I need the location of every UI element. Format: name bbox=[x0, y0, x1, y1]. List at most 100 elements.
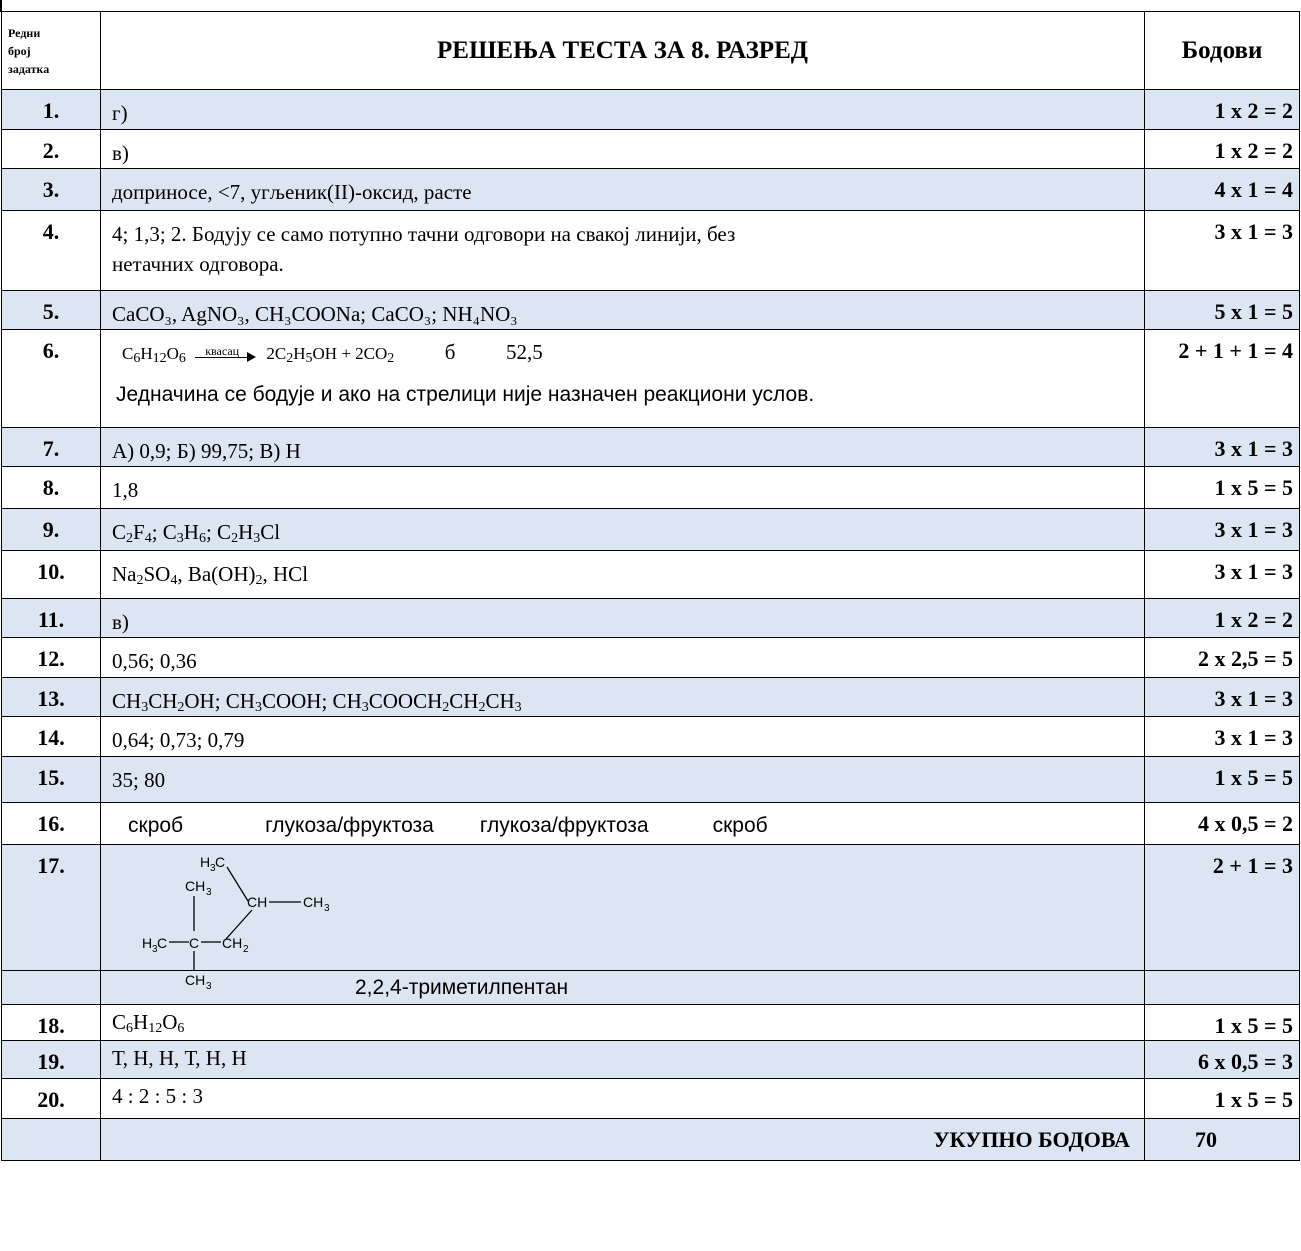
answer-value: 52,5 bbox=[505, 340, 543, 364]
row-points: 5 x 1 = 5 bbox=[1144, 290, 1300, 330]
row-number: 17. bbox=[1, 844, 101, 971]
row-number: 11. bbox=[1, 598, 101, 638]
row-number: 4. bbox=[1, 210, 101, 291]
row-points: 4 x 0,5 = 2 bbox=[1144, 802, 1300, 845]
table-row: 9. C2F4; C3H6; C2H3Cl 3 x 1 = 3 bbox=[1, 508, 1300, 551]
table-row: 11. в) 1 x 2 = 2 bbox=[1, 598, 1300, 638]
header-num-line3: задатка bbox=[8, 61, 50, 76]
row-points: 2 x 2,5 = 5 bbox=[1144, 637, 1300, 678]
row-answer: 4 : 2 : 5 : 3 bbox=[100, 1078, 1145, 1119]
row-answer: CH3CH2OH; CH3COOH; CH3COOCH2CH2CH3 bbox=[100, 677, 1145, 717]
answer-b: б bbox=[444, 340, 456, 364]
table-row: 2. в) 1 x 2 = 2 bbox=[1, 129, 1300, 169]
row-number: 19. bbox=[1, 1040, 101, 1079]
svg-text:3: 3 bbox=[206, 887, 212, 898]
header-points: Бодови bbox=[1144, 11, 1300, 90]
svg-text:3: 3 bbox=[210, 863, 216, 874]
row-number: 7. bbox=[1, 427, 101, 467]
row-answer: доприносе, <7, угљеник(II)-оксид, расте bbox=[100, 168, 1145, 211]
table-row: 1. г) 1 x 2 = 2 bbox=[1, 89, 1300, 130]
solutions-table: Редни број задатка РЕШЕЊА ТЕСТА ЗА 8. РА… bbox=[1, 11, 1300, 1161]
table-row: 7. А) 0,9; Б) 99,75; В) Н 3 x 1 = 3 bbox=[1, 427, 1300, 467]
row-points: 2 + 1 = 3 bbox=[1144, 844, 1300, 971]
row-points: 6 x 0,5 = 3 bbox=[1144, 1040, 1300, 1079]
svg-text:CH: CH bbox=[247, 894, 267, 910]
svg-text:C: C bbox=[215, 854, 225, 870]
total-value: 70 bbox=[1144, 1118, 1300, 1161]
table-row: 4. 4; 1,3; 2. Бодују се само потупно тач… bbox=[1, 210, 1300, 291]
answer-word-1: скроб bbox=[128, 814, 184, 837]
svg-text:H: H bbox=[142, 935, 152, 951]
row-points: 1 x 2 = 2 bbox=[1144, 598, 1300, 638]
row-answer: А) 0,9; Б) 99,75; В) Н bbox=[100, 427, 1145, 467]
svg-text:3: 3 bbox=[152, 944, 158, 955]
row-answer: г) bbox=[100, 89, 1145, 130]
row-answer: в) bbox=[100, 598, 1145, 638]
row-points: 1 x 5 = 5 bbox=[1144, 756, 1300, 803]
row-number: 9. bbox=[1, 508, 101, 551]
arrow-condition-label: квасац bbox=[205, 344, 240, 359]
row-answer: 1,8 bbox=[100, 466, 1145, 509]
row-points: 3 x 1 = 3 bbox=[1144, 550, 1300, 599]
row-answer: Na2SO4, Ba(OH)2, HCl bbox=[100, 550, 1145, 599]
table-row: 8. 1,8 1 x 5 = 5 bbox=[1, 466, 1300, 509]
row-answer-line1: 4; 1,3; 2. Бодују се само потупно тачни … bbox=[112, 222, 736, 246]
row-number: 20. bbox=[1, 1078, 101, 1119]
row-answer: Т, Н, Н, Т, Н, Н bbox=[100, 1040, 1145, 1079]
table-row: 5. CaCO₃, AgNO₃, CH₃COONa; CaCO₃; NH₄NO₃… bbox=[1, 290, 1300, 330]
table-row-continuation: 2,2,4-триметилпентан bbox=[1, 970, 1300, 1005]
row-points: 1 x 5 = 5 bbox=[1144, 1078, 1300, 1119]
compound-name: 2,2,4-триметилпентан bbox=[100, 970, 1145, 1005]
row-answer: 0,64; 0,73; 0,79 bbox=[100, 716, 1145, 757]
svg-text:H: H bbox=[200, 854, 210, 870]
row-number: 10. bbox=[1, 550, 101, 599]
table-row: 6. C6H12O6 квасац 2C2H5OH + 2CO2 б 52,5 … bbox=[1, 329, 1300, 428]
row-points: 2 + 1 + 1 = 4 bbox=[1144, 329, 1300, 428]
row-number: 5. bbox=[1, 290, 101, 330]
row-number: 15. bbox=[1, 756, 101, 803]
answer-word-3: глукоза/фруктоза bbox=[479, 814, 649, 837]
reaction-arrow: квасац bbox=[191, 343, 261, 365]
row-number: 1. bbox=[1, 89, 101, 130]
row-answer-line2: нетачних одговора. bbox=[112, 252, 284, 276]
row-number: 14. bbox=[1, 716, 101, 757]
row-points: 1 x 2 = 2 bbox=[1144, 89, 1300, 130]
row-points: 3 x 1 = 3 bbox=[1144, 716, 1300, 757]
row-answer: CaCO₃, AgNO₃, CH₃COONa; CaCO₃; NH₄NO₃ bbox=[100, 290, 1145, 330]
row-answer: C6H12O6 квасац 2C2H5OH + 2CO2 б 52,5 Јед… bbox=[100, 329, 1145, 428]
svg-text:3: 3 bbox=[206, 981, 212, 992]
table-row: 12. 0,56; 0,36 2 x 2,5 = 5 bbox=[1, 637, 1300, 678]
table-row: 18. C6H12O6 1 x 5 = 5 bbox=[1, 1004, 1300, 1041]
header-row: Редни број задатка РЕШЕЊА ТЕСТА ЗА 8. РА… bbox=[1, 11, 1300, 90]
row-number: 3. bbox=[1, 168, 101, 211]
header-task-number: Редни број задатка bbox=[1, 11, 101, 90]
table-row: 13. CH3CH2OH; CH3COOH; CH3COOCH2CH2CH3 3… bbox=[1, 677, 1300, 717]
row-points: 1 x 5 = 5 bbox=[1144, 466, 1300, 509]
row-number: 16. bbox=[1, 802, 101, 845]
answer-word-2: глукоза/фруктоза bbox=[265, 814, 434, 837]
row-points: 3 x 1 = 3 bbox=[1144, 210, 1300, 291]
row-answer: 0,56; 0,36 bbox=[100, 637, 1145, 678]
row-number: 2. bbox=[1, 129, 101, 169]
header-num-line2: број bbox=[8, 43, 31, 58]
svg-text:3: 3 bbox=[324, 903, 330, 914]
top-border-mark bbox=[0, 0, 2, 12]
table-row: 15. 35; 80 1 x 5 = 5 bbox=[1, 756, 1300, 803]
svg-text:C: C bbox=[157, 935, 167, 951]
header-num-line1: Редни bbox=[8, 25, 41, 40]
svg-text:2: 2 bbox=[243, 944, 249, 955]
table-row: 14. 0,64; 0,73; 0,79 3 x 1 = 3 bbox=[1, 716, 1300, 757]
svg-text:CH: CH bbox=[303, 894, 323, 910]
row-answer: C6H12O6 bbox=[100, 1004, 1145, 1041]
row-points: 3 x 1 = 3 bbox=[1144, 508, 1300, 551]
row-answer: в) bbox=[100, 129, 1145, 169]
row-number: 18. bbox=[1, 1004, 101, 1041]
table-row: 20. 4 : 2 : 5 : 3 1 x 5 = 5 bbox=[1, 1078, 1300, 1119]
svg-text:C: C bbox=[189, 935, 199, 951]
total-row: УКУПНО БОДОВА 70 bbox=[1, 1118, 1300, 1161]
